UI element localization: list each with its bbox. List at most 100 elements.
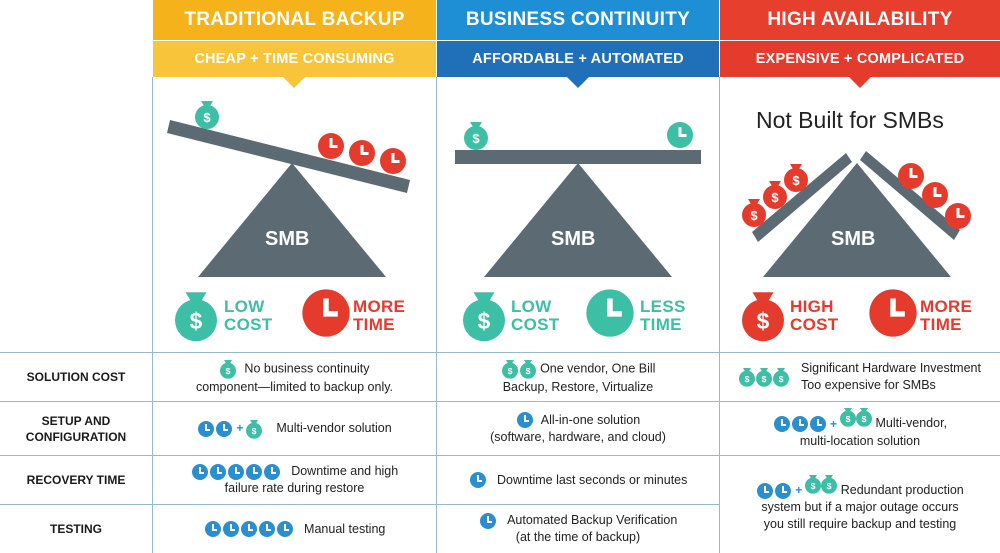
clock-icon — [240, 521, 257, 537]
money-bag-icon: $ — [246, 419, 263, 439]
column-subtitle-traditional-backup: CHEAP + TIME CONSUMING — [153, 41, 436, 77]
clock-icon — [276, 521, 293, 537]
clock-icon — [945, 203, 971, 229]
clock-icon — [667, 122, 693, 148]
clock-icon — [809, 416, 826, 433]
column-subtitle-high-availability: EXPENSIVE + COMPLICATED — [720, 41, 1000, 77]
row-divider — [0, 455, 1000, 456]
clock-icon — [516, 412, 533, 429]
scale-beam-left — [752, 153, 852, 242]
column-divider — [436, 77, 437, 553]
column-header-traditional-backup: TRADITIONAL BACKUP — [153, 0, 436, 40]
plus-sign: + — [795, 483, 803, 498]
clock-icon — [349, 140, 375, 166]
money-bag-icon: $ — [501, 359, 518, 379]
scale-base — [198, 163, 386, 277]
column-divider — [152, 77, 153, 553]
money-bag-icon: $ — [805, 475, 822, 494]
clock-icon — [922, 182, 948, 208]
table-cell: Automated Backup Verification (at the ti… — [437, 505, 719, 553]
clock-icon — [263, 463, 280, 480]
table-cell: All-in-one solution (software, hardware,… — [490, 412, 666, 444]
smb-label: SMB — [551, 228, 596, 250]
row-divider — [0, 352, 1000, 353]
svg-text:$: $ — [862, 414, 867, 424]
clock-icon — [204, 521, 221, 537]
clock-icon — [773, 416, 790, 433]
not-built-for-smbs-note: Not Built for SMBs — [756, 107, 944, 133]
money-bag-icon — [463, 292, 505, 342]
clock-icon — [380, 148, 406, 174]
money-bag-icon — [175, 292, 217, 342]
clock-icon — [469, 472, 486, 488]
row-label-recovery-time: RECOVERY TIME — [26, 473, 126, 487]
smb-label: SMB — [265, 228, 310, 250]
svg-text:$: $ — [811, 481, 816, 491]
subtitle-pointer — [849, 77, 871, 88]
clock-icon — [791, 416, 808, 433]
scale-beam-right — [860, 151, 960, 240]
clock-icon — [222, 521, 239, 537]
svg-text:$: $ — [525, 366, 530, 376]
table-cell: +$ Multi-vendor solution — [153, 402, 436, 455]
clock-icon — [479, 512, 496, 529]
table-cell: $ No business continuity component—limit… — [153, 353, 436, 401]
money-bag-icon — [763, 181, 787, 209]
clock-icon — [191, 463, 208, 480]
money-bag-icon: $ — [839, 408, 856, 428]
money-bag-icon: $ — [773, 368, 790, 387]
clock-icon — [775, 482, 792, 499]
money-bag-icon — [195, 101, 219, 129]
money-bag-icon: $ — [821, 475, 838, 494]
row-label-testing: TESTING — [49, 522, 102, 536]
money-bag-icon: $ — [756, 368, 773, 387]
svg-text:$: $ — [226, 366, 231, 376]
svg-text:$: $ — [827, 481, 832, 491]
money-bag-icon: $ — [855, 408, 872, 428]
clock-icon — [258, 521, 275, 537]
table-cell: Downtime last seconds or minutes — [437, 456, 719, 504]
svg-text:$: $ — [252, 426, 257, 436]
plus-sign: + — [829, 416, 837, 431]
table-cell: $$ One vendor, One Bill Backup, Restore,… — [437, 353, 719, 401]
money-bag-icon — [784, 164, 808, 192]
scale-base — [763, 163, 951, 277]
money-bag-icon: $ — [220, 359, 237, 379]
column-header-business-continuity: BUSINESS CONTINUITY — [437, 0, 719, 40]
svg-text:$: $ — [745, 374, 750, 384]
row-label-solution-cost: SOLUTION COST — [26, 370, 126, 384]
column-divider — [719, 77, 720, 553]
table-cell: +$$ Redundant production system but if a… — [720, 456, 1000, 553]
money-bag-icon — [742, 292, 784, 342]
svg-text:$: $ — [779, 374, 784, 384]
column-subtitle-business-continuity: AFFORDABLE + AUTOMATED — [437, 41, 719, 77]
scale-illustrations: $ $ — [167, 101, 971, 342]
column-header-high-availability: HIGH AVAILABILITY — [720, 0, 1000, 40]
clock-icon — [227, 463, 244, 480]
money-bag-icon — [464, 122, 488, 150]
svg-text:$: $ — [762, 374, 767, 384]
scale-beam — [167, 120, 410, 193]
clock-icon — [757, 482, 774, 499]
table-cell: Manual testing — [153, 505, 436, 553]
svg-text:$: $ — [507, 366, 512, 376]
table-cell: Downtime and high failure rate during re… — [153, 456, 436, 504]
row-divider — [0, 504, 720, 505]
table-cell: +$$ Multi-vendor, multi-location solutio… — [720, 402, 1000, 455]
svg-text:$: $ — [846, 414, 851, 424]
smb-label: SMB — [831, 228, 876, 250]
clock-icon — [586, 289, 634, 337]
clock-icon — [209, 463, 226, 480]
clock-icon — [318, 133, 344, 159]
money-bag-icon: $ — [519, 359, 536, 379]
subtitle-pointer — [567, 77, 589, 88]
money-bag-icon: $ — [739, 368, 756, 387]
clock-icon — [198, 420, 215, 437]
subtitle-pointer — [283, 77, 305, 88]
clock-icon — [245, 463, 262, 480]
plus-sign: + — [236, 421, 244, 435]
